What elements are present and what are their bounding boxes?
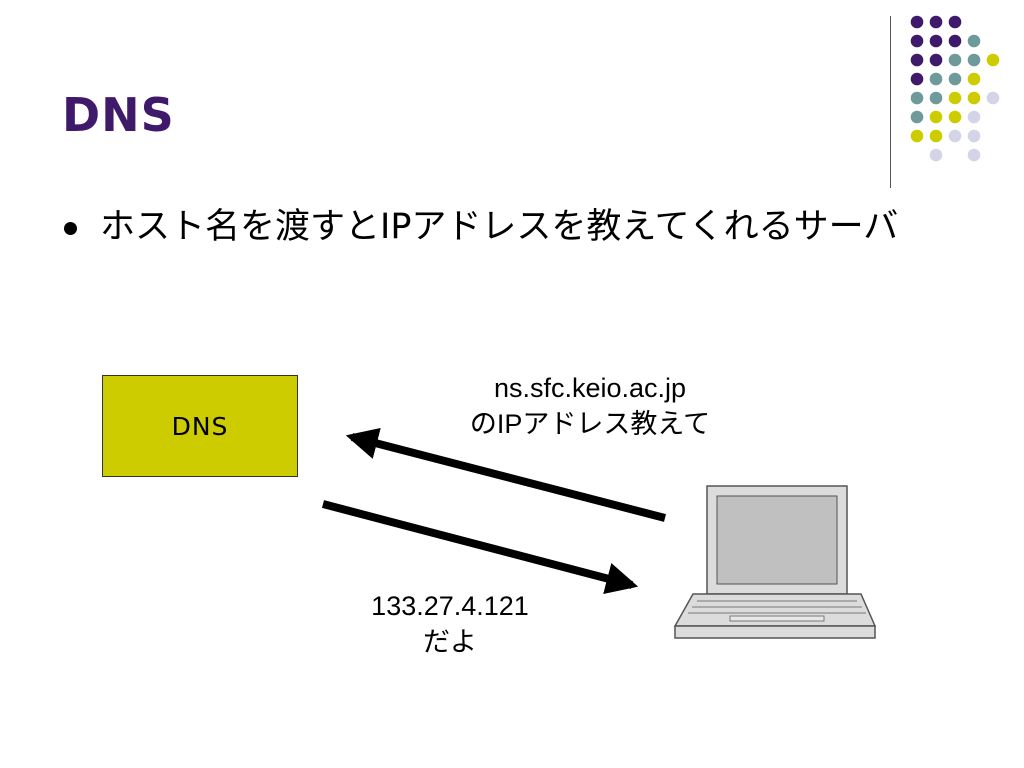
decorative-dot [967,110,981,124]
decorative-dot [929,15,943,29]
response-caption-line: だよ [423,627,477,657]
decorative-dot [910,53,924,67]
request-caption: ns.sfc.keio.ac.jp のIPアドレス教えて [430,370,750,442]
decorative-dot [910,129,924,143]
decorative-dot [948,72,962,86]
decorative-dot [967,34,981,48]
decorative-dot [948,91,962,105]
decorative-dot [910,15,924,29]
decorative-dot [929,91,943,105]
decorative-dot [967,72,981,86]
decorative-dot [967,53,981,67]
request-arrow [345,427,667,522]
request-caption-line: ns.sfc.keio.ac.jp [493,373,687,403]
decorative-dot [929,53,943,67]
decorative-dot [986,53,1000,67]
decorative-dot [910,34,924,48]
decorative-dot [929,72,943,86]
bullet-text: ホスト名を渡すとIPアドレスを教えてくれるサーバ [100,207,899,247]
response-caption-line: 133.27.4.121 [371,591,529,621]
laptop-spacebar [729,615,825,622]
dns-server-label: DNS [171,411,229,441]
laptop-screen [716,495,838,585]
decorative-dot [948,129,962,143]
decorative-dot [986,91,1000,105]
decorative-dot [910,110,924,124]
decorative-dot [948,34,962,48]
decorative-dot [948,15,962,29]
dns-server-box: DNS [102,375,298,477]
decorative-dot [948,110,962,124]
decorative-dot [948,53,962,67]
decorative-dot [967,91,981,105]
response-caption: 133.27.4.121 だよ [310,588,590,660]
decorative-dot [929,110,943,124]
request-caption-line: のIPアドレス教えて [469,409,711,439]
decorative-dot [929,129,943,143]
decorative-dot [967,129,981,143]
response-arrow [321,500,639,594]
laptop-base [674,625,876,639]
decorative-dot [929,148,943,162]
bullet-marker [64,222,77,235]
decorative-dot [967,148,981,162]
laptop-icon [673,485,877,639]
slide-title: DNS [62,88,175,142]
title-divider [890,16,891,188]
decorative-dot [929,34,943,48]
decorative-dot-grid [910,15,1000,162]
decorative-dot [910,91,924,105]
decorative-dot [910,72,924,86]
